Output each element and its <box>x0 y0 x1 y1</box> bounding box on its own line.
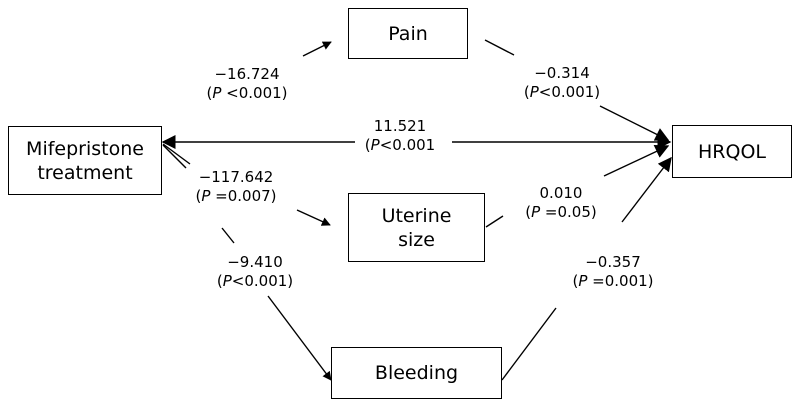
coef-treatment-pain: −16.724 <box>214 65 280 83</box>
coef-bleeding-hrqol: −0.357 <box>585 253 641 271</box>
node-bleeding-label: Bleeding <box>374 362 459 384</box>
path-label-treatment-pain: −16.724 (P <0.001) <box>206 65 287 103</box>
node-hrqol-label: HRQOL <box>698 140 766 163</box>
node-mifepristone-treatment-label: Mifepristone treatment <box>26 137 144 184</box>
node-hrqol: HRQOL <box>672 125 792 178</box>
pvalue-pain-hrqol: (P<0.001) <box>523 83 601 101</box>
arrow-treatment-pain <box>302 41 332 57</box>
node-uterine-size: Uterine size <box>348 193 485 262</box>
line-uterine-hrqol-start <box>485 215 504 228</box>
arrow-pain-hrqol <box>599 105 670 141</box>
coef-uterine-hrqol: 0.010 <box>539 184 583 202</box>
coef-treatment-uterine: −117.642 <box>198 168 274 186</box>
path-label-treatment-hrqol: 11.521 (P<0.001 <box>365 117 435 155</box>
line-treatment-bleeding-start <box>162 144 187 169</box>
coef-pain-hrqol: −0.314 <box>534 64 590 82</box>
pvalue-treatment-bleeding: (P<0.001) <box>216 272 294 290</box>
line-treatment-uterine-start <box>162 143 191 165</box>
path-label-uterine-hrqol: 0.010 (P =0.05) <box>525 184 597 222</box>
arrow-treatment-bleeding <box>267 295 332 381</box>
coef-treatment-hrqol: 11.521 <box>373 117 427 135</box>
pvalue-uterine-hrqol: (P =0.05) <box>525 203 597 221</box>
node-uterine-size-label: Uterine size <box>381 204 452 251</box>
coef-treatment-bleeding: −9.410 <box>227 253 283 271</box>
path-label-treatment-bleeding: −9.410 (P<0.001) <box>217 253 293 291</box>
path-label-treatment-uterine: −117.642 (P =0.007) <box>195 168 276 206</box>
pvalue-bleeding-hrqol: (P =0.001) <box>572 272 654 290</box>
node-pain-label: Pain <box>388 22 428 45</box>
line-pain-hrqol-start <box>484 39 515 56</box>
pvalue-treatment-uterine: (P =0.007) <box>195 187 277 205</box>
line-bleeding-hrqol-start <box>501 307 557 381</box>
arrow-uterine-hrqol <box>603 145 670 177</box>
pvalue-treatment-pain: (P <0.001) <box>206 84 288 102</box>
pvalue-treatment-hrqol: (P<0.001 <box>364 136 436 154</box>
node-mifepristone-treatment: Mifepristone treatment <box>8 126 162 195</box>
node-bleeding: Bleeding <box>331 347 502 399</box>
arrow-bleeding-hrqol <box>621 156 672 223</box>
line-treatment-bleeding-mid <box>221 227 235 244</box>
node-pain: Pain <box>348 8 468 59</box>
path-label-bleeding-hrqol: −0.357 (P =0.001) <box>572 253 653 291</box>
path-label-pain-hrqol: −0.314 (P<0.001) <box>524 64 600 102</box>
arrow-treatment-uterine <box>296 209 331 226</box>
